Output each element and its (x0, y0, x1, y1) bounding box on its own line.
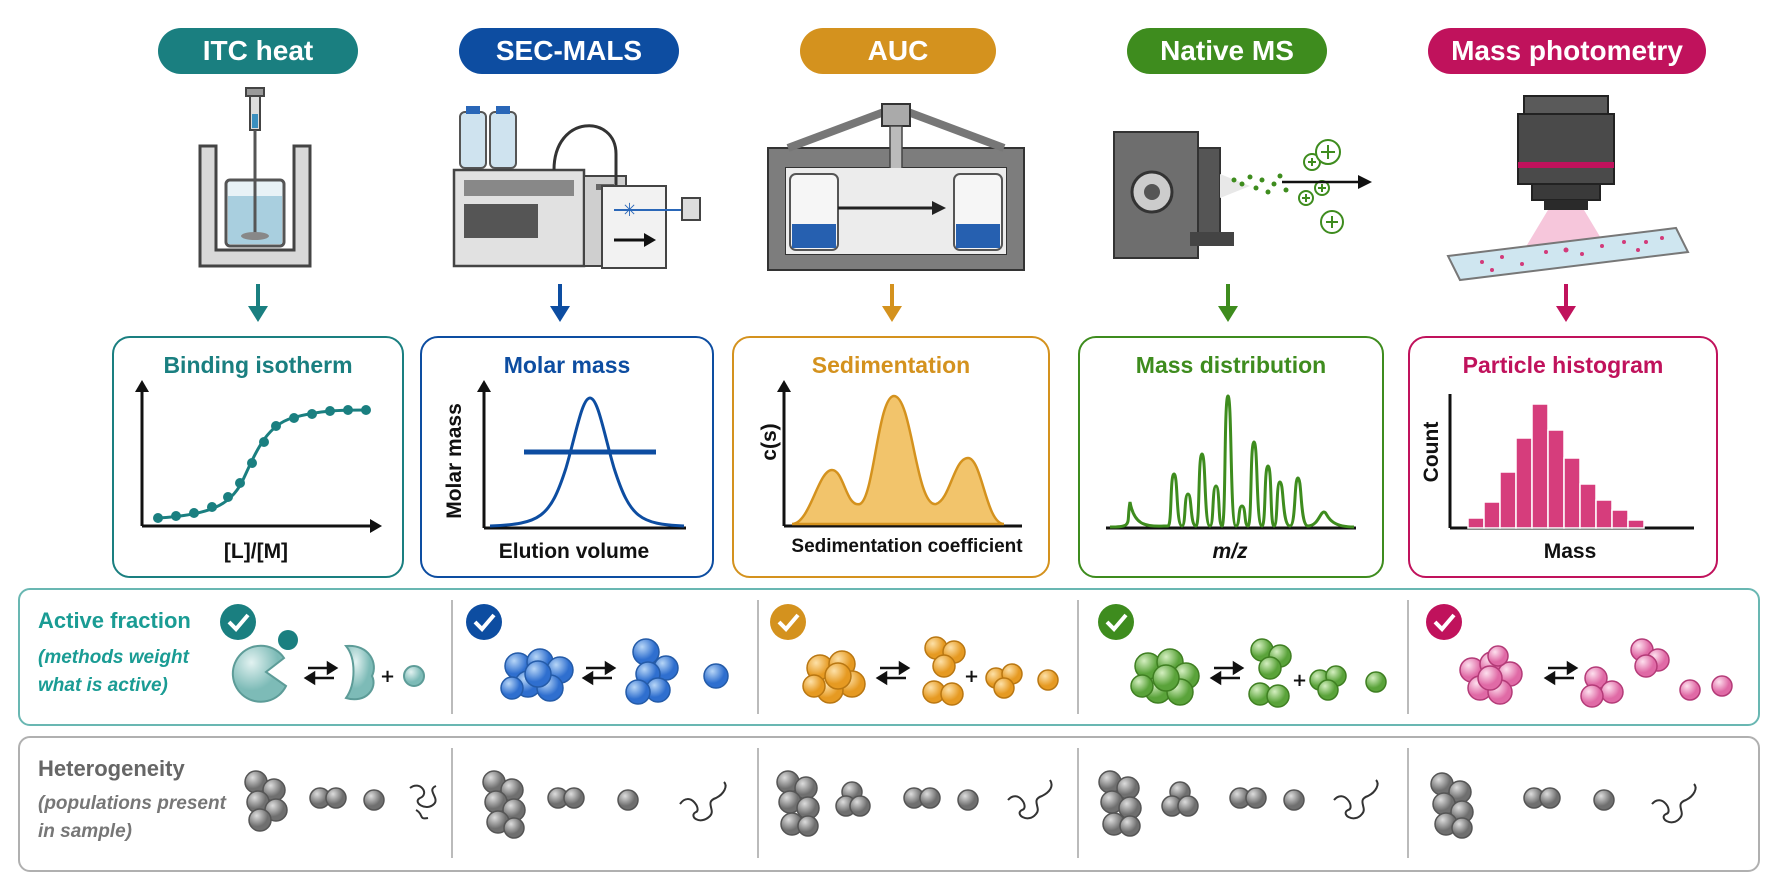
heterogeneity-title: Heterogeneity (38, 756, 185, 781)
check-icon (220, 604, 1462, 640)
molar-mass-plot (477, 380, 686, 530)
panel-title-sedimentation: Sedimentation (811, 352, 971, 378)
panel-molar-mass (420, 336, 714, 578)
active-fraction-illustrations: + + + (220, 600, 1733, 714)
heterogeneity-illustrations (244, 748, 1697, 858)
down-arrow-icon (550, 284, 570, 322)
panel-binding-isotherm (112, 336, 404, 578)
panel-title-binding-isotherm: Binding isotherm (163, 352, 353, 378)
x-axis-label-sedimentation: Sedimentation coefficient (791, 536, 1023, 557)
x-axis-label-mass: Mass (1543, 540, 1597, 563)
y-axis-label-molar-mass: Molar mass (443, 403, 466, 519)
particle-histogram-plot (1448, 394, 1694, 530)
panel-title-molar-mass: Molar mass (503, 352, 631, 378)
x-axis-label-mz: m/z (1212, 540, 1248, 563)
heterogeneity-subtitle-line1: (populations present (38, 793, 226, 814)
method-pill-mass-photometry: Mass photometry (1428, 28, 1706, 74)
itc-calorimeter-illustration (198, 87, 312, 268)
down-arrow-icon (248, 284, 268, 322)
panel-title-particle-histogram: Particle histogram (1462, 352, 1664, 378)
active-fraction-subtitle-line2: what is active) (38, 675, 168, 696)
binding-isotherm-plot (135, 380, 382, 533)
x-axis-label-isotherm: [L]/[M] (223, 540, 289, 563)
panel-title-mass-distribution: Mass distribution (1135, 352, 1327, 378)
y-axis-label-count: Count (1420, 421, 1443, 483)
method-pill-auc: AUC (800, 28, 996, 74)
sec-mals-instrument-illustration: ✳ (452, 106, 701, 269)
mass-photometry-microscope-illustration (1446, 95, 1690, 282)
y-axis-label-sedimentation: c(s) (758, 423, 781, 461)
active-fraction-band (18, 588, 1760, 726)
auc-centrifuge-illustration (767, 103, 1025, 271)
method-pill-sec-mals: SEC-MALS (459, 28, 679, 74)
active-fraction-subtitle-line1: (methods weight (38, 647, 189, 668)
method-pill-native-ms: Native MS (1127, 28, 1327, 74)
heterogeneity-subtitle-line2: in sample) (38, 821, 132, 842)
equilibrium-arrows-icon (303, 660, 1579, 686)
svg-text:+: + (380, 666, 395, 687)
down-arrow-icon (1556, 284, 1576, 322)
down-arrow-icon (882, 284, 902, 322)
svg-text:✳: ✳ (622, 200, 637, 221)
svg-text:+: + (1292, 670, 1307, 691)
active-fraction-title: Active fraction (38, 608, 191, 633)
mass-distribution-plot (1106, 394, 1356, 530)
down-arrow-icon (1218, 284, 1238, 322)
method-pill-itc: ITC heat (158, 28, 358, 74)
svg-text:+: + (964, 666, 979, 687)
sedimentation-plot (777, 380, 1022, 528)
heterogeneity-band (18, 736, 1760, 872)
native-ms-spectrometer-illustration (1113, 131, 1372, 259)
x-axis-label-molar-mass: Elution volume (498, 540, 650, 563)
